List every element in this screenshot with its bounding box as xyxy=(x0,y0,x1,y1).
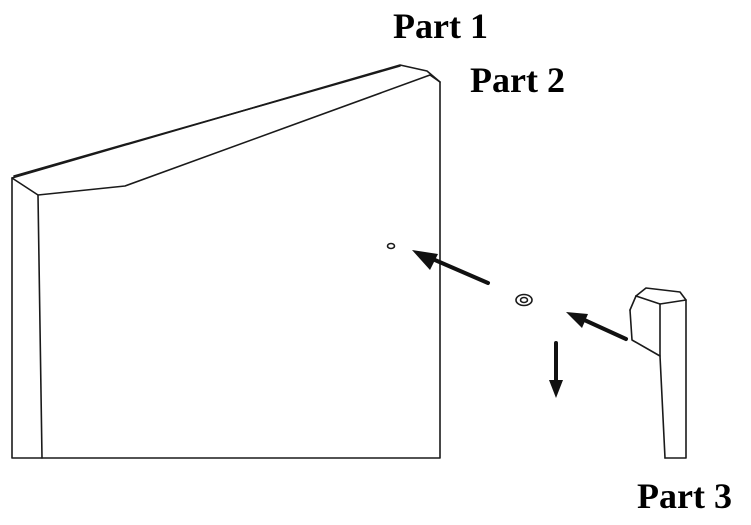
arrow-downward xyxy=(549,341,563,398)
label-part-1: Part 1 xyxy=(393,6,488,46)
fastener-body xyxy=(515,293,533,307)
arrow-shaft xyxy=(578,316,628,341)
panel-outline xyxy=(11,64,441,459)
fastener-part-2 xyxy=(515,293,533,307)
panel-top-edge xyxy=(13,65,401,177)
label-part-3: Part 3 xyxy=(637,476,732,516)
arrow-attach-bracket xyxy=(566,312,628,341)
fastener-inner xyxy=(519,296,529,304)
panel-left-thickness xyxy=(37,194,43,459)
panel-top-bevel xyxy=(11,74,441,196)
bracket-cap xyxy=(635,295,687,305)
arrow-head xyxy=(549,380,563,398)
panel-hole xyxy=(386,242,396,250)
arrow-shaft xyxy=(426,255,490,285)
bracket-outline xyxy=(635,287,687,459)
label-part-2: Part 2 xyxy=(470,60,565,100)
bracket-edge-left xyxy=(629,295,637,311)
arrow-head xyxy=(412,250,438,270)
arrow-insert-into-panel xyxy=(412,250,490,285)
arrow-head xyxy=(566,312,588,328)
panel-part-1 xyxy=(11,64,441,459)
bracket-front xyxy=(629,309,666,459)
bracket-part-3 xyxy=(629,287,687,459)
